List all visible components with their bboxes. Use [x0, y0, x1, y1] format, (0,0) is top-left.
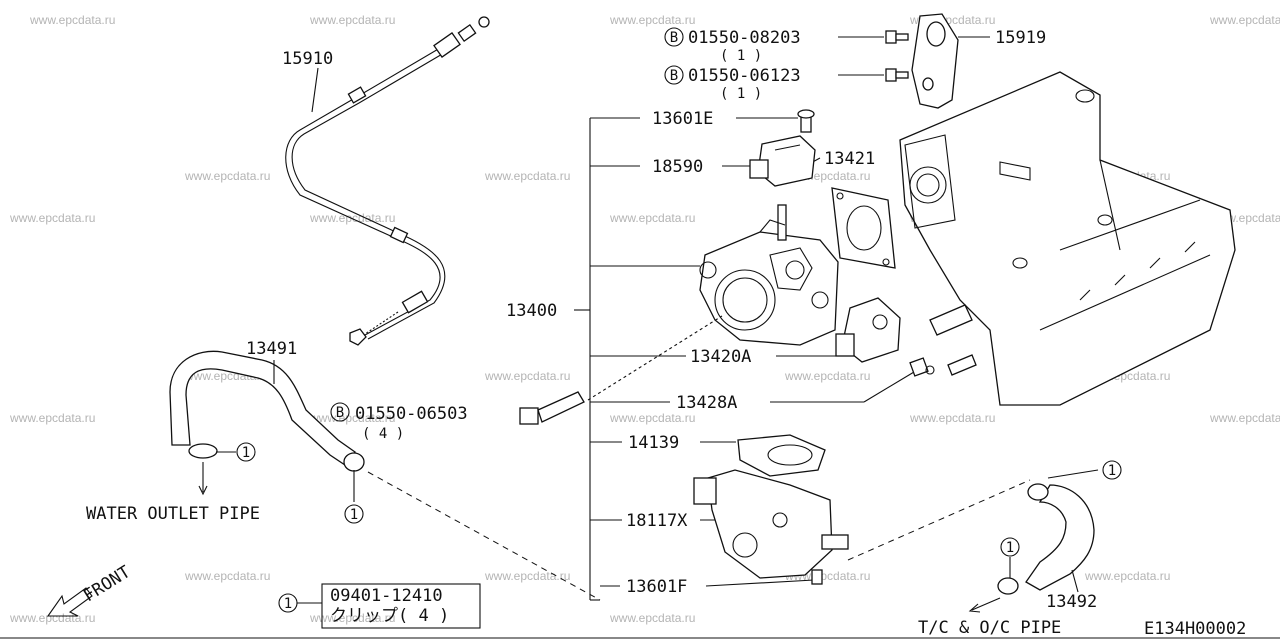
hose-13492-drawing — [997, 483, 1095, 595]
watermark: www.epcdata.ru — [484, 569, 570, 583]
watermark: www.epcdata.ru — [609, 411, 695, 425]
watermark: www.epcdata.ru — [909, 411, 995, 425]
clip-marker: 1 — [1108, 463, 1116, 479]
bolt-01550-06503-drawing — [519, 315, 723, 425]
part-number-18590: 18590 — [652, 157, 703, 177]
part-number-14139: 14139 — [628, 433, 679, 453]
watermark: www.epcdata.ru — [309, 411, 395, 425]
sensor-13420a-drawing — [835, 297, 901, 363]
watermark: www.epcdata.ru — [609, 211, 695, 225]
sensor-18590-drawing — [749, 109, 816, 187]
destination-tc-oc-pipe: T/C & O/C PIPE — [918, 618, 1061, 638]
part-number-13420a: 13420A — [690, 347, 751, 367]
quantity-01550-06123: ( 1 ) — [720, 86, 762, 102]
clip-marker: 1 — [350, 507, 358, 523]
part-number-01550-06123: 01550-06123 — [688, 66, 801, 86]
front-label: FRONT — [80, 562, 134, 606]
watermark: www.epcdata.ru — [9, 611, 95, 625]
watermark: www.epcdata.ru — [784, 369, 870, 383]
part-number-13492: 13492 — [1046, 592, 1097, 612]
hose-13491-drawing — [169, 350, 365, 472]
part-number-01550-08203: 01550-08203 — [688, 28, 801, 48]
gasket-13421-drawing — [831, 187, 896, 269]
watermark: www.epcdata.ru — [309, 211, 395, 225]
part-number-13421: 13421 — [824, 149, 875, 169]
part-number-13601e: 13601E — [652, 109, 713, 129]
part-number-01550-06503: 01550-06503 — [355, 404, 468, 424]
watermark: www.epcdata.ru — [9, 411, 95, 425]
watermark: www.epcdata.ru — [484, 169, 570, 183]
clip-marker: 1 — [242, 445, 250, 461]
b-marker: B — [670, 68, 678, 84]
watermark: www.epcdata.ru — [609, 13, 695, 27]
gasket-14139-drawing — [737, 434, 826, 477]
watermark: www.epcdata.ru — [29, 13, 115, 27]
watermark: www.epcdata.ru — [1084, 569, 1170, 583]
watermark: www.epcdata.ru — [309, 13, 395, 27]
watermark: www.epcdata.ru — [184, 569, 270, 583]
part-number-13491: 13491 — [246, 339, 297, 359]
diagram-code: E134H00002 — [1144, 619, 1246, 639]
watermark: www.epcdata.ru — [609, 611, 695, 625]
throttle-body-drawing — [699, 204, 839, 346]
part-number-13400: 13400 — [506, 301, 557, 321]
part-number-15919: 15919 — [995, 28, 1046, 48]
part-number-13601f: 13601F — [626, 577, 687, 597]
valve-18117x-drawing — [693, 469, 849, 585]
b-marker: B — [336, 405, 344, 421]
watermark: www.epcdata.ru — [1209, 13, 1280, 27]
watermark: www.epcdata.ru — [309, 611, 395, 625]
bolt-13428a-drawing — [909, 357, 935, 377]
quantity-01550-08203: ( 1 ) — [720, 48, 762, 64]
part-number-13428a: 13428A — [676, 393, 737, 413]
accelerator-cable-drawing — [285, 16, 490, 346]
bracket-drawing — [885, 13, 959, 109]
watermark: www.epcdata.ru — [184, 169, 270, 183]
part-number-15910: 15910 — [282, 49, 333, 69]
intake-manifold-drawing — [899, 71, 1236, 406]
quantity-01550-06503: ( 4 ) — [362, 426, 404, 442]
part-number-18117x: 18117X — [626, 511, 688, 531]
legend-description: クリップ( 4 ) — [330, 606, 449, 626]
front-arrow: FRONT — [46, 562, 134, 617]
legend-box: 1 09401-12410 クリップ( 4 ) — [278, 583, 481, 629]
b-marker: B — [670, 30, 678, 46]
clip-marker: 1 — [1006, 540, 1014, 556]
destination-water-outlet-pipe: WATER OUTLET PIPE — [86, 504, 260, 524]
legend-marker: 1 — [284, 596, 292, 612]
watermark: www.epcdata.ru — [9, 211, 95, 225]
watermark: www.epcdata.ru — [484, 369, 570, 383]
legend-part-number: 09401-12410 — [330, 586, 443, 606]
watermark: www.epcdata.ru — [1209, 411, 1280, 425]
